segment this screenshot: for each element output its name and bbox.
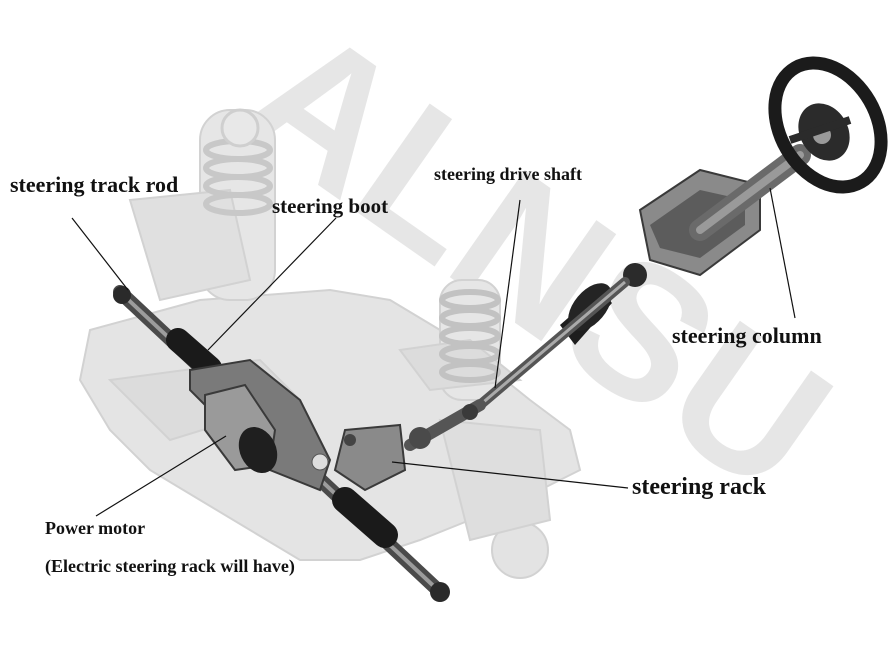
steering-drive-shaft — [404, 277, 630, 451]
left-coil-spring — [203, 138, 273, 216]
leader-lines — [71, 187, 796, 517]
left-strut-mount — [220, 108, 260, 148]
label-power-motor-note: (Electric steering rack will have) — [45, 556, 295, 576]
leader-steering-track-rod — [71, 217, 129, 291]
label-steering-drive-shaft: steering drive shaft — [434, 164, 582, 184]
leader-power-motor — [95, 435, 227, 517]
leader-steering-column — [769, 187, 796, 319]
label-steering-column: steering column — [672, 323, 822, 348]
label-steering-boot: steering boot — [272, 194, 389, 218]
right-coil-spring — [439, 289, 501, 383]
leader-steering-drive-shaft — [494, 199, 521, 389]
label-steering-rack: steering rack — [632, 474, 766, 500]
label-power-motor: Power motor — [45, 518, 146, 538]
leader-steering-rack — [391, 461, 629, 489]
leader-steering-boot — [207, 217, 337, 351]
steering-rack-assembly — [113, 285, 450, 602]
label-steering-track-rod: steering track rod — [10, 172, 179, 197]
